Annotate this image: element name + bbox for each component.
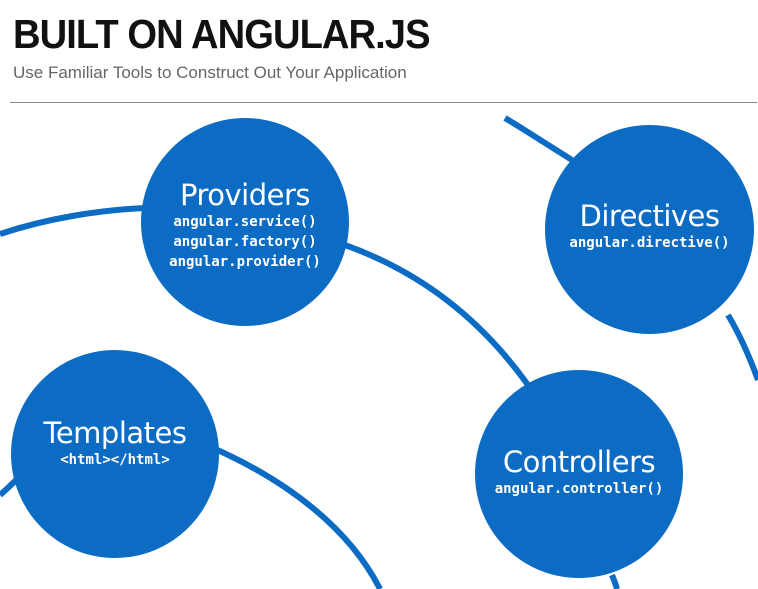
providers-code-provider: angular.provider() [169,254,321,270]
templates-circle: Templates <html></html> [11,350,219,558]
controllers-code: angular.controller() [494,481,664,497]
directives-circle: Directives angular.directive() [545,125,754,334]
templates-code: <html></html> [60,452,170,468]
directives-code: angular.directive() [569,234,730,251]
arc-controllers-bottom [609,573,620,589]
page-subtitle: Use Familiar Tools to Construct Out Your… [13,63,407,82]
providers-circle: Providers angular.service() angular.fact… [141,118,349,326]
controllers-title: Controllers [502,445,656,479]
controllers-circle: Controllers angular.controller() [475,370,683,578]
providers-code-factory: angular.factory() [173,234,317,250]
providers-title: Providers [179,178,311,212]
directives-title: Directives [579,198,721,233]
providers-code-service: angular.service() [173,214,317,230]
arc-top-left [0,205,146,237]
arc-templates-bottom [211,445,383,589]
arc-top-right [503,115,574,163]
page-title: BUILT ON ANGULAR.JS [13,11,431,57]
templates-title: Templates [43,416,187,450]
arc-right-edge [725,313,758,382]
header-divider [10,102,757,103]
arc-providers-to-controllers [343,242,531,387]
